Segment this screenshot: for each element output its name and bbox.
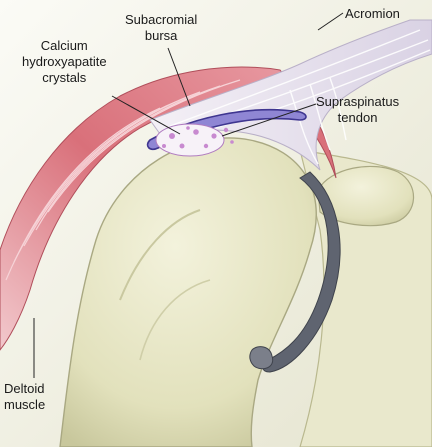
label-line: crystals [42, 70, 87, 85]
leader-lines [33, 12, 344, 378]
label-line: Deltoid [4, 381, 45, 396]
leader-calcium [111, 95, 181, 135]
label-line: Subacromial [125, 12, 198, 27]
bone-contour [139, 279, 211, 361]
leader-supraspinatus [221, 103, 317, 137]
calcium-deposit [155, 123, 225, 157]
label-line: muscle [4, 397, 46, 412]
leader-acromion [317, 12, 344, 31]
humeral-head [59, 137, 317, 447]
calcium-crystals [162, 126, 234, 149]
joint-capsule-pocket [249, 346, 274, 370]
bone-contour [119, 209, 201, 301]
label-line: Supraspinatus [316, 94, 400, 109]
label-line: Calcium [40, 38, 88, 53]
muscle-fibers [5, 79, 241, 281]
deltoid-muscle-label: Deltoid muscle [4, 381, 45, 413]
acromion-bone [317, 165, 415, 227]
calcium-crystals-label: Calcium hydroxyapatite crystals [22, 38, 107, 86]
joint-cartilage [262, 171, 341, 373]
subacromial-bursa-label: Subacromial bursa [125, 12, 197, 44]
label-line: bursa [144, 28, 178, 43]
label-line: tendon [337, 110, 378, 125]
label-line: hydroxyapatite [22, 54, 107, 69]
leader-bursa [167, 47, 191, 107]
label-line: Acromion [345, 6, 400, 21]
supraspinatus-tendon-label: Supraspinatus tendon [316, 94, 399, 126]
acromion-label: Acromion [345, 6, 400, 22]
